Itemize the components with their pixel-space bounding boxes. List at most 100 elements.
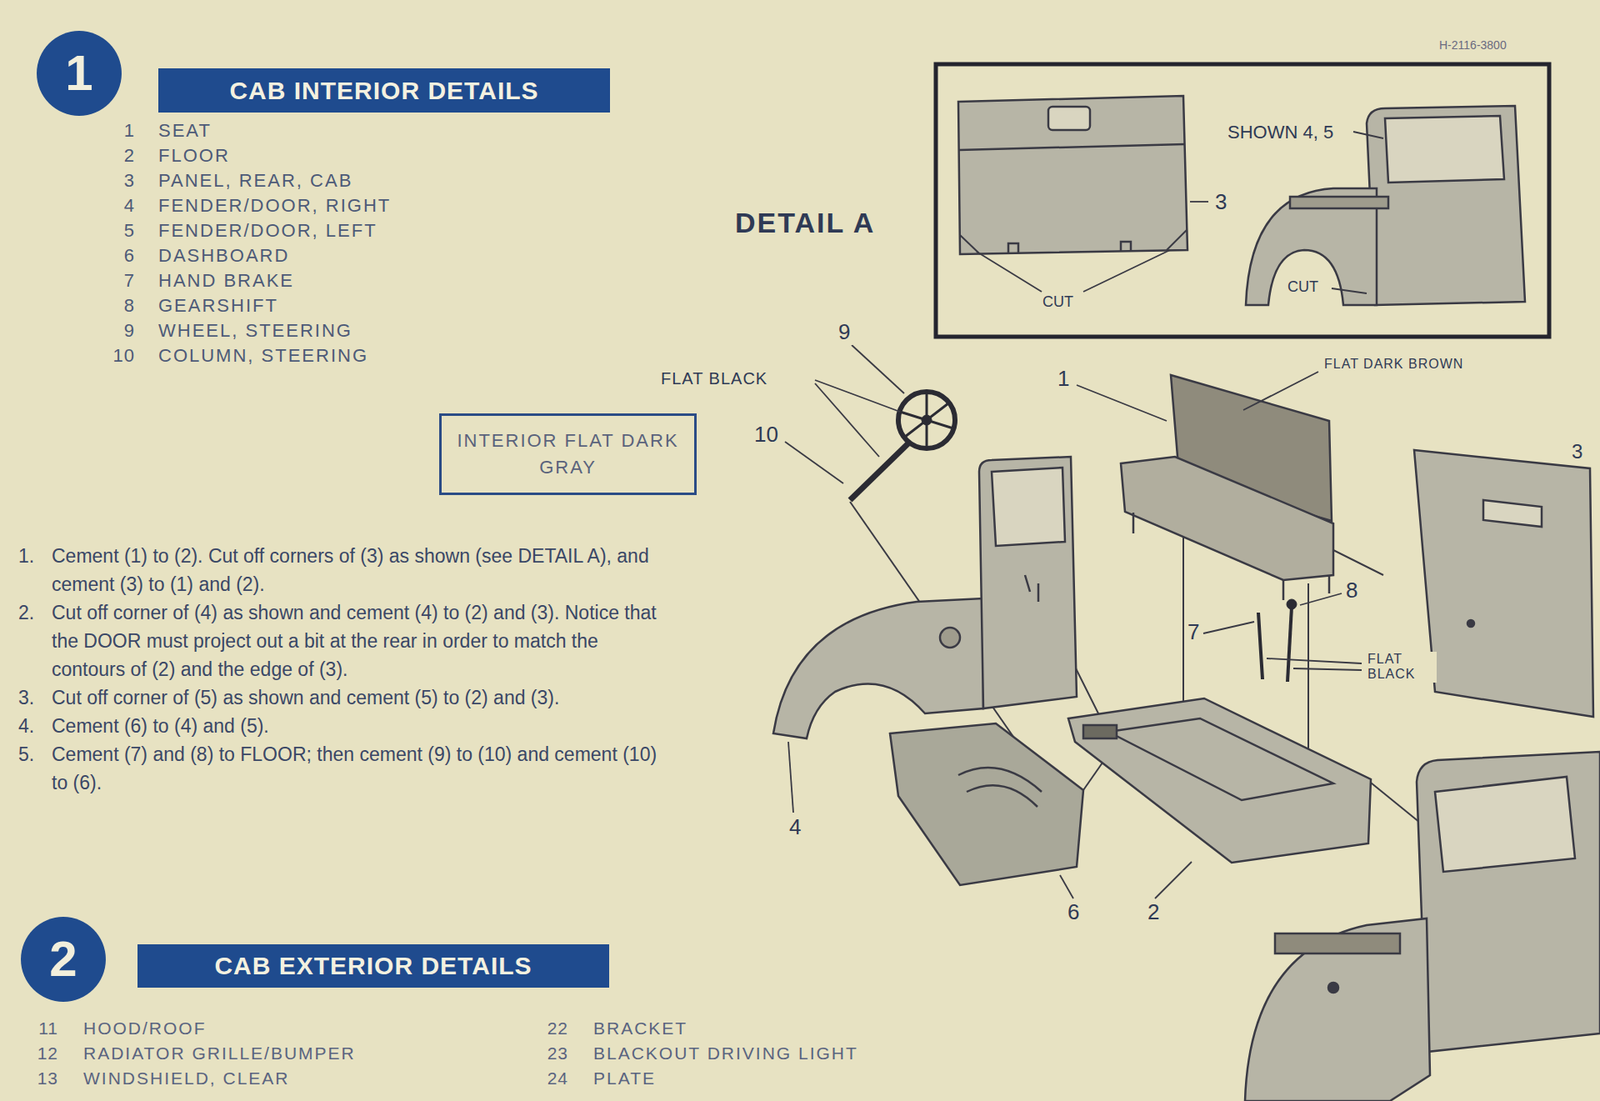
instruction-step: 3.Cut off corner of (5) as shown and cem… — [18, 683, 677, 712]
leader-line — [1266, 658, 1362, 664]
part-name: HOOD/ROOF — [83, 1018, 207, 1039]
section-band: CAB INTERIOR DETAILS — [158, 68, 610, 113]
instructions: 1.Cement (1) to (2). Cut off corners of … — [18, 541, 677, 797]
hand-brake — [1258, 612, 1263, 680]
callout-number: 7 — [1185, 620, 1202, 645]
leader-line — [1243, 371, 1319, 410]
cut-note: CUT — [1040, 293, 1076, 311]
detail-leaders — [976, 131, 1384, 294]
part-name: FLOOR — [158, 145, 230, 166]
callout-number: 3 — [1569, 440, 1585, 464]
door-outline — [979, 456, 1077, 709]
leader-line — [815, 383, 880, 457]
paint-note: INTERIOR FLAT DARK GRAY — [455, 427, 681, 481]
cab-side-left — [1245, 751, 1600, 1101]
assembly-line — [1307, 583, 1310, 750]
leader-line — [1060, 875, 1074, 899]
step-number: 2. — [18, 598, 52, 684]
instruction-step: 5.Cement (7) and (8) to FLOOR; then ceme… — [18, 740, 677, 797]
drawing-number: H-2116-3800 — [1439, 38, 1507, 52]
rear-panel — [1414, 450, 1594, 717]
paint-note: FLAT BLACK — [658, 369, 770, 389]
leader-line — [1076, 385, 1167, 421]
fender-light — [940, 627, 960, 648]
seat-cushion — [1120, 456, 1334, 580]
part-number: 13 — [15, 1068, 59, 1089]
gearshift-knob — [1286, 599, 1297, 610]
panel-window — [1048, 106, 1090, 130]
part-name: RADIATOR GRILLE/BUMPER — [83, 1043, 356, 1064]
cut-corners — [960, 230, 1187, 255]
callout-number: 4 — [786, 815, 804, 840]
rear-window — [1483, 500, 1542, 527]
floor-pedals — [1083, 725, 1117, 739]
dashboard-outline — [890, 723, 1084, 885]
part-number: 2 — [91, 145, 135, 166]
dashboard-gauges — [958, 767, 1042, 807]
callout-number: 9 — [835, 320, 853, 345]
levers — [1258, 599, 1297, 682]
circle-fill — [36, 30, 122, 116]
leader-line — [788, 741, 794, 813]
leader-line — [1083, 250, 1170, 292]
leader-line — [1155, 861, 1192, 899]
part-name: GEARSHIFT — [158, 295, 279, 316]
part-number: 10 — [91, 345, 135, 366]
detail-title: DETAIL A — [735, 206, 875, 240]
leader-line — [1331, 288, 1367, 294]
part-name: PLATE — [593, 1068, 656, 1089]
callout-number: 2 — [1145, 900, 1162, 925]
section-title: CAB EXTERIOR DETAILS — [214, 951, 532, 980]
part-name: FENDER/DOOR, RIGHT — [158, 195, 391, 216]
part-number: 6 — [91, 245, 135, 266]
step-number: 1. — [18, 541, 52, 599]
step-number: 4. — [18, 711, 52, 740]
step-text: Cement (7) and (8) to FLOOR; then cement… — [51, 740, 677, 797]
paint-note: FLAT DARK BROWN — [1321, 356, 1466, 372]
fender-trim — [1275, 933, 1400, 954]
part-number: 24 — [525, 1068, 569, 1089]
door-window — [991, 467, 1065, 546]
steering — [850, 391, 955, 500]
door-window — [1385, 115, 1505, 183]
circle-fill — [20, 916, 106, 1002]
part-name: COLUMN, STEERING — [158, 345, 369, 366]
callout-number: 8 — [1343, 578, 1360, 604]
floor-outline — [1068, 698, 1371, 863]
leader-line — [785, 441, 844, 484]
part-number: 11 — [15, 1018, 59, 1039]
leader-line — [815, 380, 900, 412]
fender-trim — [1290, 196, 1389, 209]
steering-column — [850, 441, 910, 500]
part-number: 22 — [525, 1018, 569, 1039]
part-name: HAND BRAKE — [158, 270, 295, 291]
step-number: 5. — [18, 740, 52, 797]
part-number: 1 — [91, 120, 135, 141]
instruction-step: 4.Cement (6) to (4) and (5). — [18, 711, 677, 740]
seat — [1120, 375, 1334, 600]
panel-outline — [958, 95, 1188, 255]
callout-number: 3 — [1212, 190, 1230, 215]
step-number-circle: 2 — [20, 915, 107, 1003]
part-name: BRACKET — [593, 1018, 688, 1039]
fender-outline — [773, 598, 984, 739]
step-text: Cement (1) to (2). Cut off corners of (3… — [51, 541, 677, 599]
part-number: 4 — [91, 195, 135, 216]
leader-line — [1353, 131, 1384, 139]
dashboard — [890, 723, 1084, 885]
detail-frame — [935, 64, 1550, 337]
cut-note: CUT — [1285, 278, 1321, 296]
part-name: SEAT — [158, 120, 212, 141]
instruction-step: 1.Cement (1) to (2). Cut off corners of … — [18, 541, 677, 599]
part-number: 9 — [91, 320, 135, 341]
door-handles — [1025, 575, 1039, 602]
callout-number: 1 — [1055, 366, 1072, 392]
part-number: 12 — [15, 1043, 59, 1064]
paint-note: FLAT BLACK — [1365, 651, 1437, 683]
step-number: 1 — [65, 48, 93, 99]
steering-wheel — [898, 391, 955, 449]
detail-rear-panel — [958, 95, 1188, 255]
step-number: 2 — [49, 934, 77, 985]
instruction-step: 2.Cut off corner of (4) as shown and cem… — [18, 598, 677, 684]
step-text: Cement (6) to (4) and (5). — [51, 711, 677, 740]
